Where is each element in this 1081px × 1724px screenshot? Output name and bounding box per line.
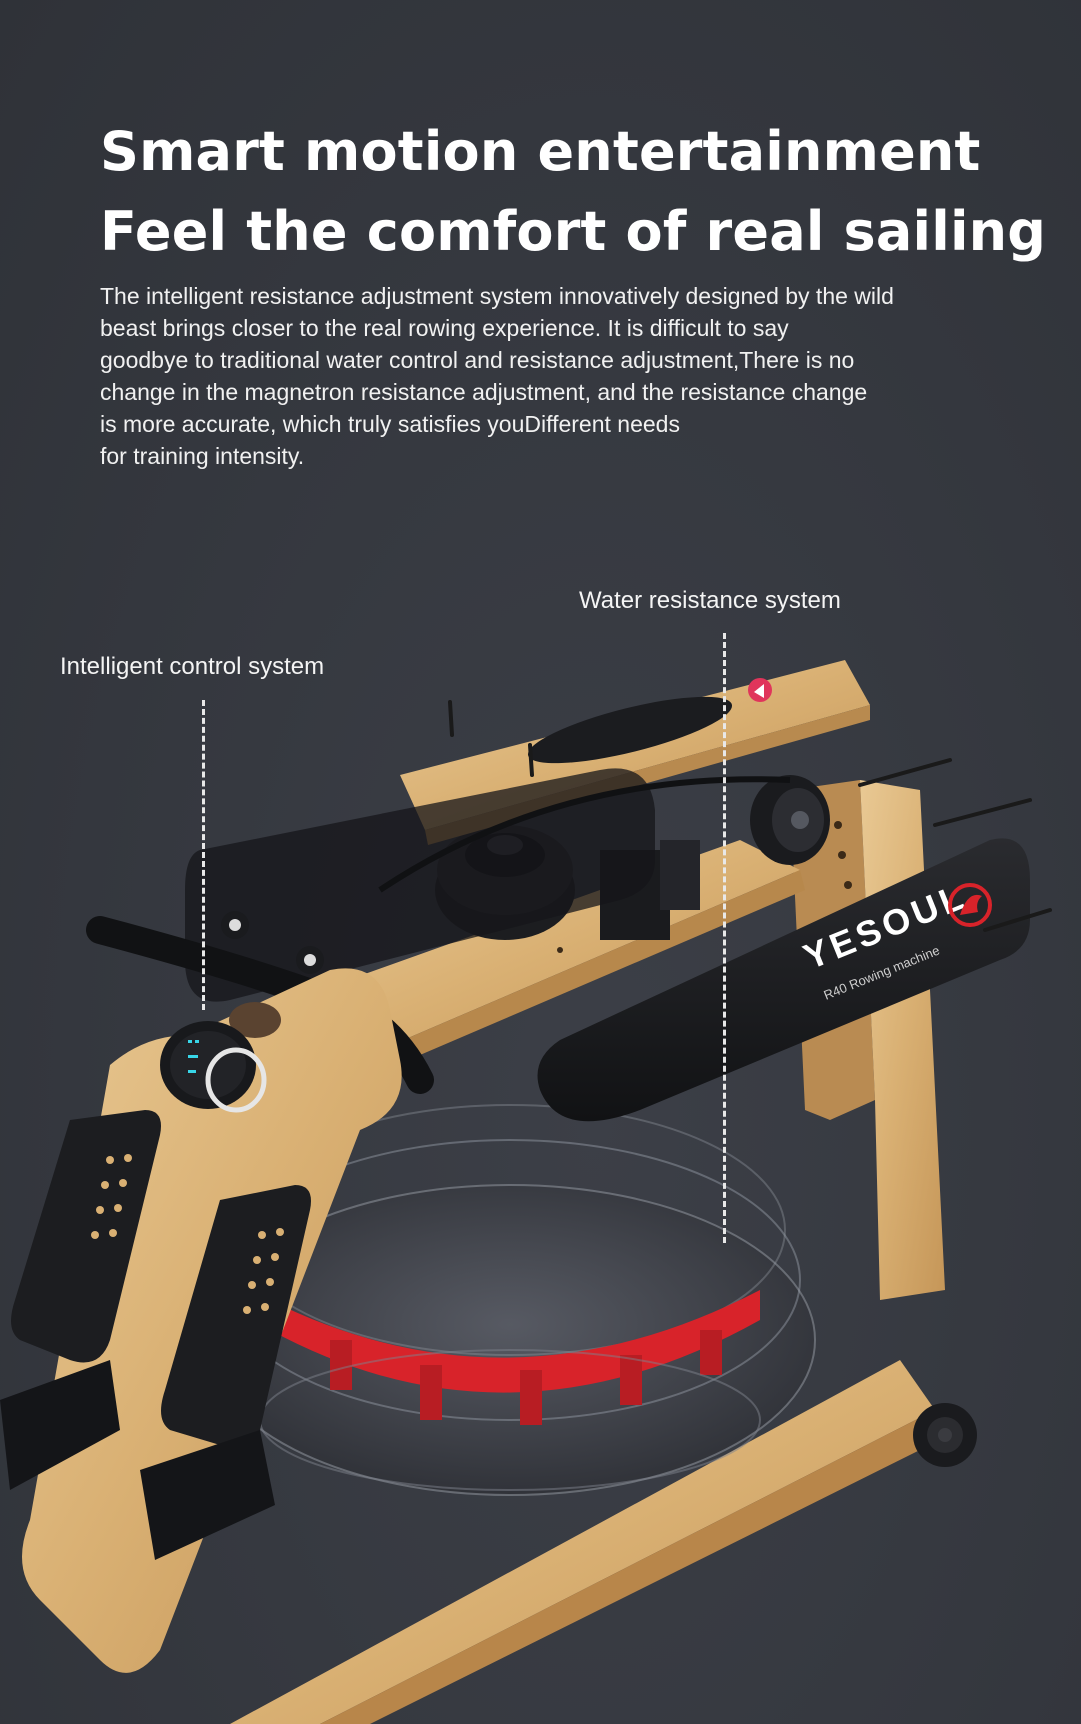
side-cover: YESOUL R40 Rowing machine [537,838,1030,1122]
left-foot-pedal [0,1110,161,1490]
rear-pulley [750,775,830,865]
horse-logo-icon [948,883,992,927]
description-line: goodbye to traditional water control and… [100,347,855,373]
description-line: is more accurate, which truly satisfies … [100,411,680,437]
headline-line-2: Feel the comfort of real sailing [100,200,1047,263]
feature-description: The intelligent resistance adjustment sy… [100,280,1020,472]
drive-belt [378,776,791,893]
base-rail [230,1360,940,1724]
rear-wheel [913,1403,977,1467]
description-line: beast brings closer to the real rowing e… [100,315,789,341]
hardware-screws [448,700,1052,932]
smart-monitor [160,1021,267,1113]
rowing-machine-illustration: YESOUL R40 Rowing machine [0,660,1052,1724]
intelligent-control-label: Intelligent control system [60,653,325,680]
headline-line-1: Smart motion entertainment [100,120,981,183]
water-tank [204,1104,816,1496]
description-line: for training intensity. [100,443,305,469]
water-resistance-pointer-line [723,633,726,1243]
description-line: change in the magnetron resistance adjus… [100,379,868,405]
intelligent-control-pointer-line [202,700,205,1010]
description-line: The intelligent resistance adjustment sy… [100,283,894,309]
headline: Smart motion entertainment Feel the comf… [100,112,1060,272]
right-foot-pedal [140,1185,311,1560]
rear-upright [790,780,945,1300]
glass-panel [185,768,655,1002]
water-resistance-label: Water resistance system [579,587,841,614]
